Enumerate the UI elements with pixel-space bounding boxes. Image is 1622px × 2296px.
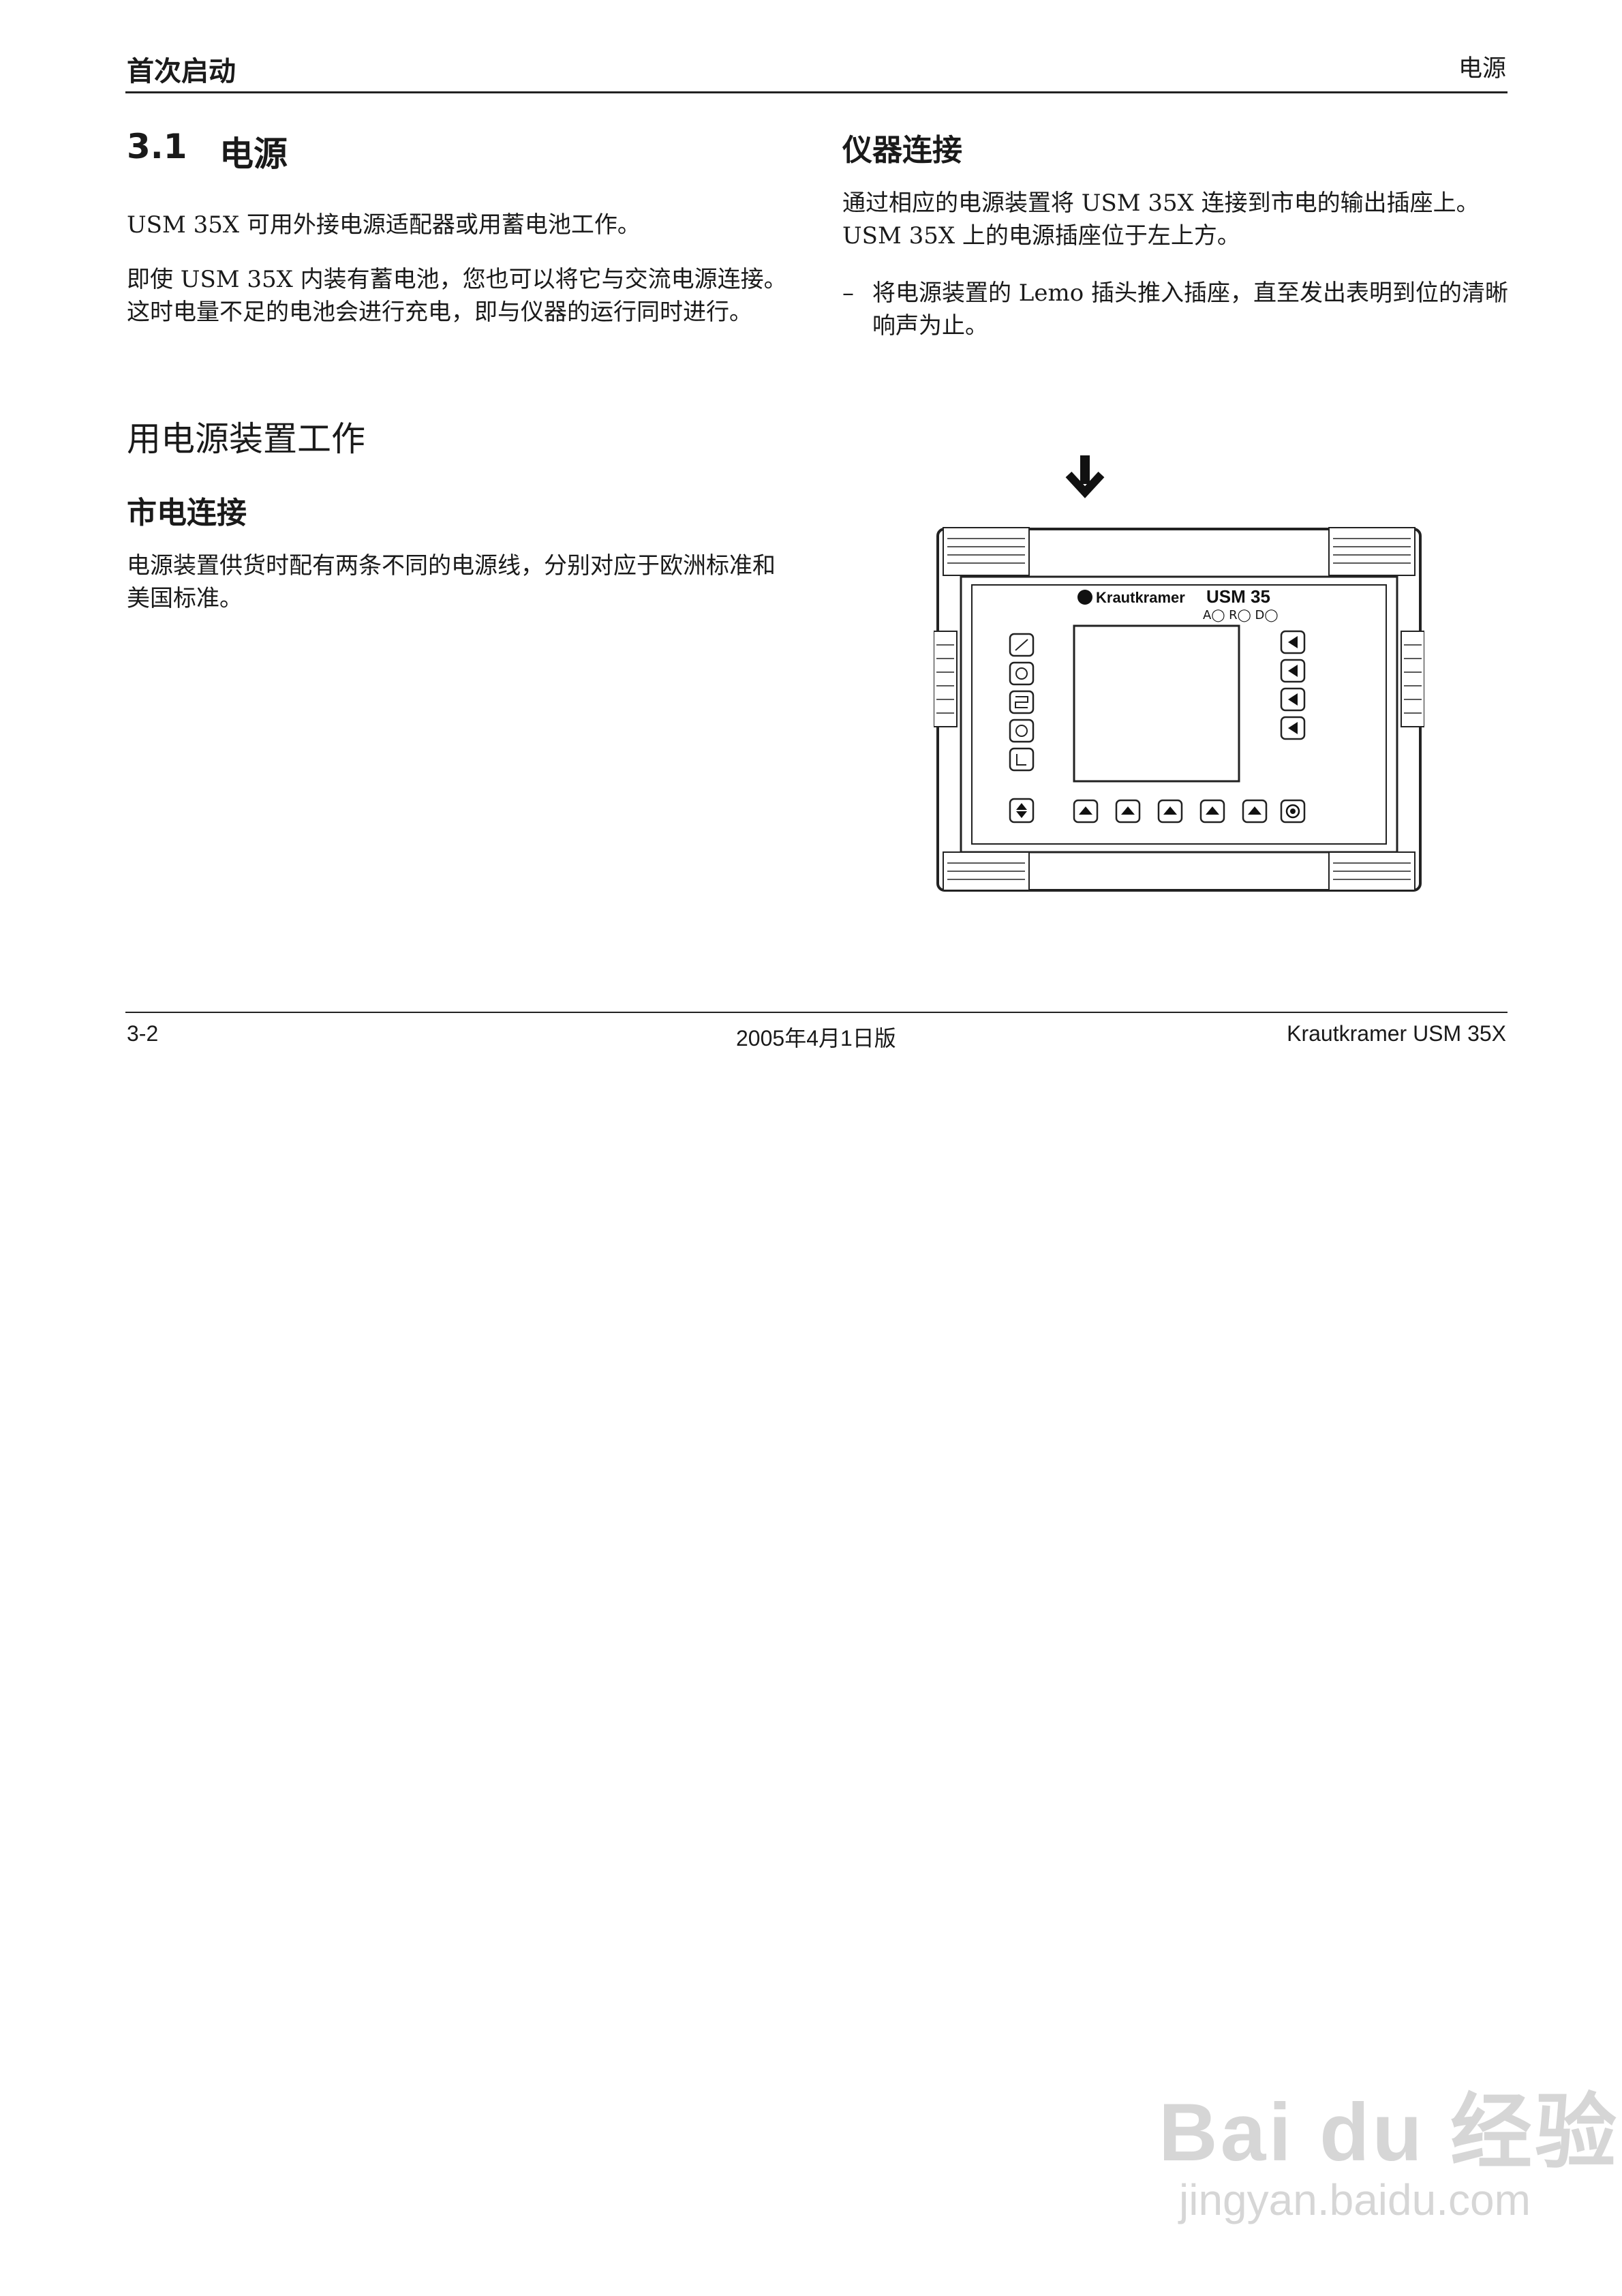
header-chapter: 首次启动 — [127, 56, 236, 87]
figure-brand: Krautkramer — [1096, 589, 1185, 606]
mains-connection-heading: 市电连接 — [127, 496, 247, 530]
device-connection-heading: 仪器连接 — [842, 133, 962, 168]
footer-product: Krautkramer USM 35X — [1287, 1021, 1506, 1046]
device-screen — [1073, 624, 1240, 783]
header-section: 电源 — [1458, 55, 1506, 82]
device-connection-paragraph: 通过相应的电源装置将 USM 35X 连接到市电的输出插座上。USM 35X 上… — [842, 190, 1480, 250]
usm35-device-figure: Krautkramer USM 35 A◯ R◯ D◯ — [934, 455, 1424, 892]
power-cords-paragraph: 电源装置供货时配有两条不同的电源线，分别对应于欧洲标准和美国标准。 — [127, 552, 776, 612]
footer-rule — [125, 1012, 1508, 1013]
figure-indicators: A◯ R◯ D◯ — [1203, 608, 1279, 622]
krautkramer-logo-icon — [1077, 590, 1092, 605]
footer-page-number: 3-2 — [127, 1021, 159, 1046]
list-dash: – — [842, 280, 854, 307]
baidu-watermark-url: jingyan.baidu.com — [1179, 2175, 1531, 2224]
baidu-watermark-logo: Bai du 经验 — [1159, 2087, 1620, 2178]
down-arrow-icon — [1065, 455, 1105, 498]
section-number: 3.1 — [127, 127, 187, 166]
intro-paragraph: USM 35X 可用外接电源适配器或用蓄电池工作。 — [127, 211, 641, 239]
lemo-instruction-text: 将电源装置的 Lemo 插头推入插座，直至发出表明到位的清晰响声为止。 — [872, 280, 1509, 339]
battery-paragraph: 即使 USM 35X 内装有蓄电池，您也可以将它与交流电源连接。这时电量不足的电… — [127, 266, 787, 326]
lemo-instruction-item: – 将电源装置的 Lemo 插头推入插座，直至发出表明到位的清晰响声为止。 — [842, 277, 1510, 342]
figure-model: USM 35 — [1206, 586, 1270, 607]
footer-edition: 2005年4月1日版 — [736, 1026, 896, 1051]
header-rule — [125, 91, 1508, 93]
power-unit-heading: 用电源装置工作 — [127, 419, 365, 459]
section-title: 电源 — [219, 134, 288, 174]
